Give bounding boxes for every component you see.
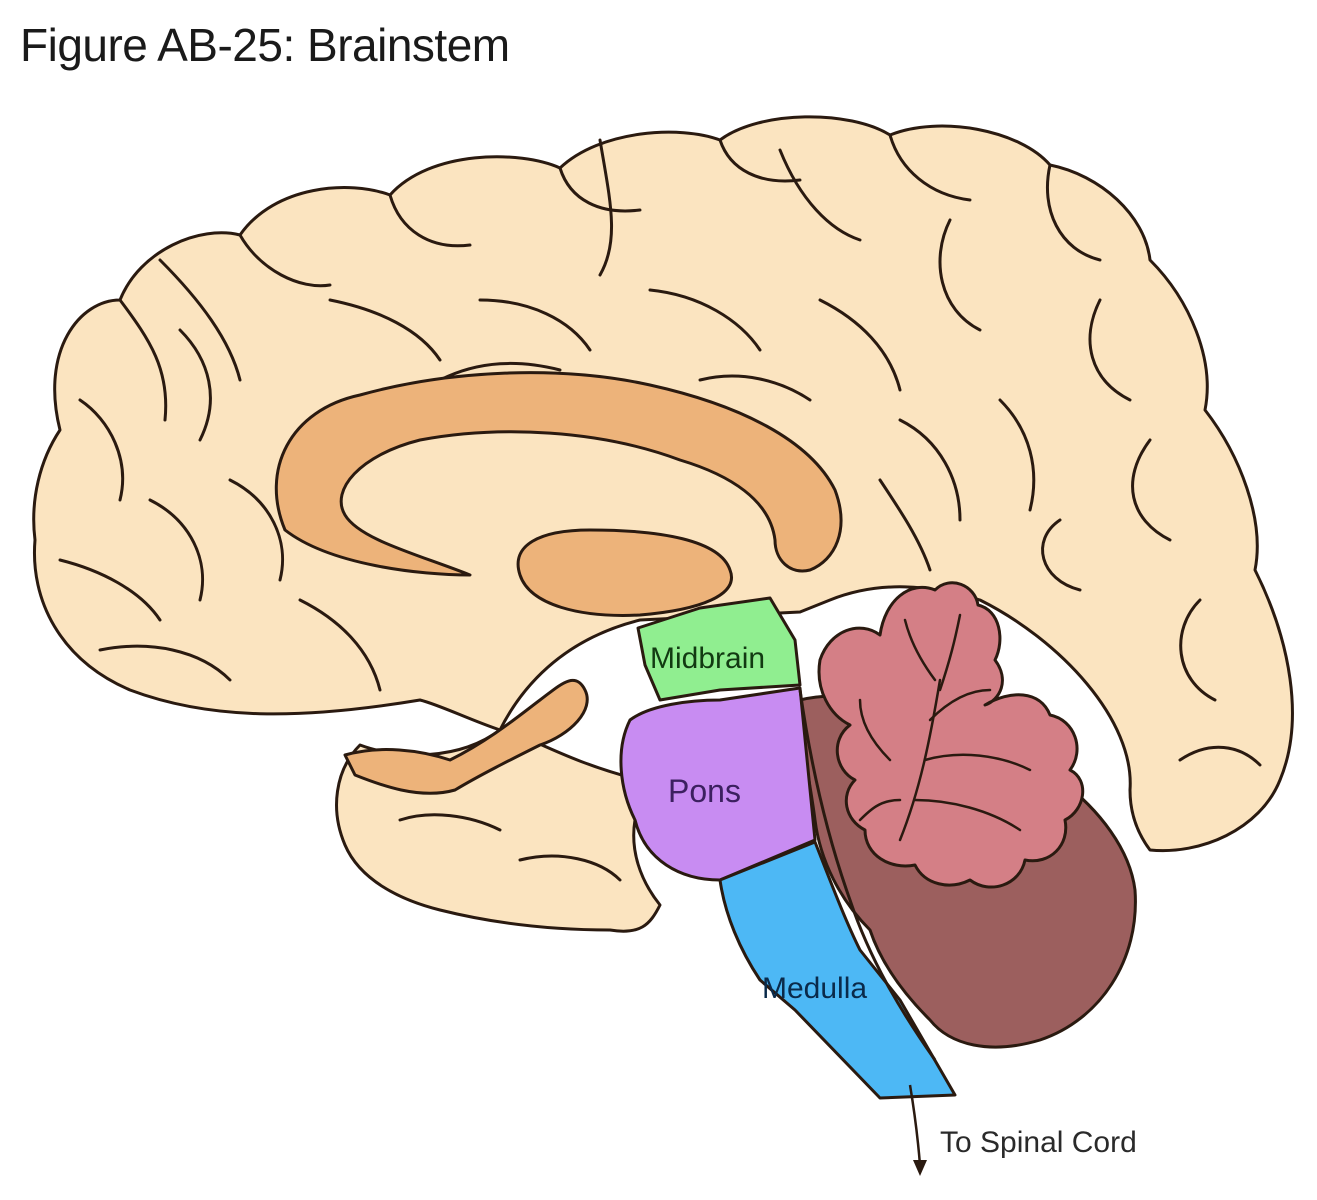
cerebellum-inner: [817, 581, 1085, 889]
medulla-label: Medulla: [762, 972, 867, 1005]
medulla: [718, 840, 957, 1100]
midbrain-label: Midbrain: [650, 642, 765, 675]
pons-label: Pons: [668, 773, 741, 809]
arbor-vitae-lines: [858, 613, 1032, 842]
spinal-cord-label: To Spinal Cord: [940, 1126, 1137, 1159]
temporal-structure: [343, 678, 589, 795]
spinal-cord-arrow-head: [913, 1160, 927, 1176]
thalamus: [516, 528, 733, 617]
spinal-cord-arrow-line: [908, 1084, 922, 1166]
pons: [619, 686, 817, 882]
corpus-callosum: [274, 371, 843, 577]
midbrain: [636, 596, 802, 702]
cerebrum-sulci: [58, 133, 1262, 882]
figure-title: Figure AB-25: Brainstem: [20, 19, 510, 71]
brainstem-cerebellum-boundary: [798, 689, 937, 1061]
